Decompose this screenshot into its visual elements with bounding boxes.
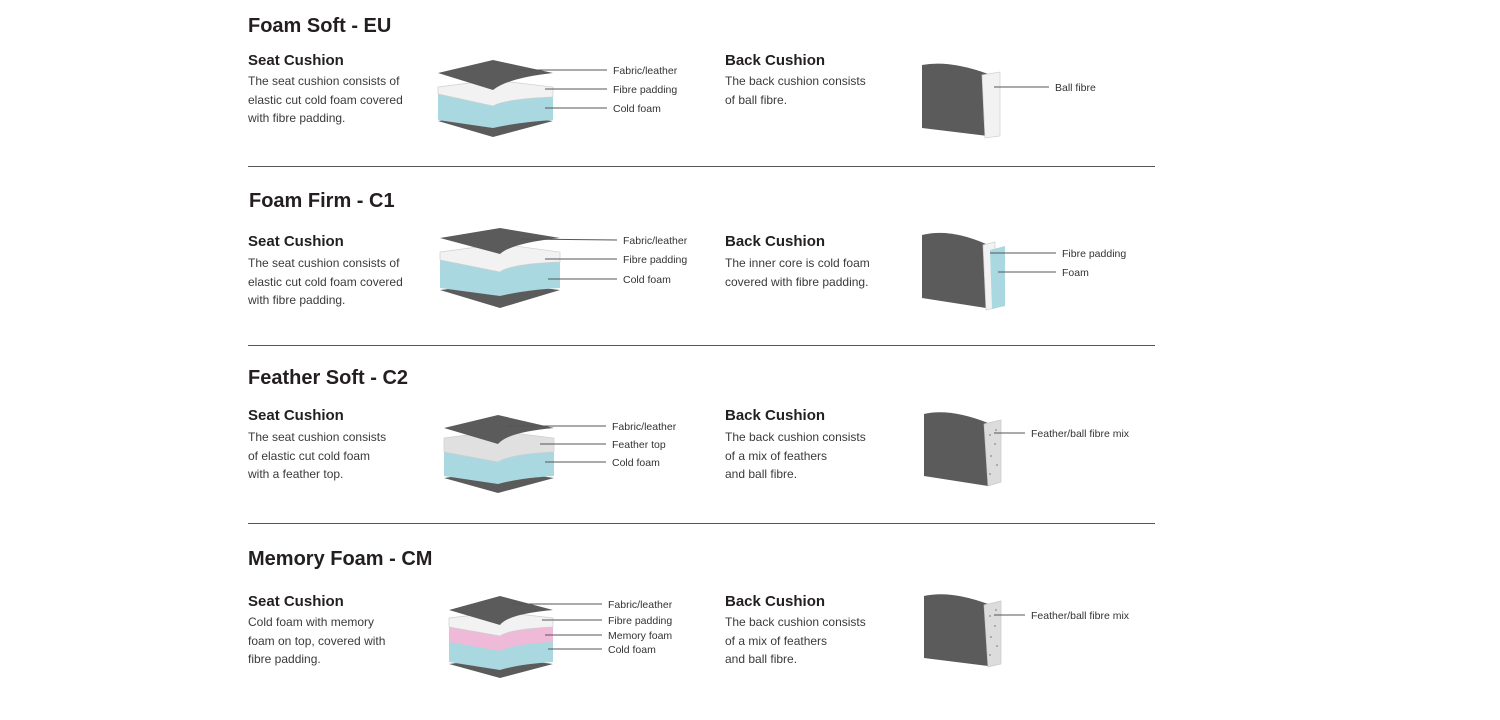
label-fabric-leather: Fabric/leather	[613, 65, 678, 77]
label-fabric-leather: Fabric/leather	[623, 235, 688, 247]
back-cushion-title: Back Cushion	[725, 233, 826, 250]
section-title: Foam Soft - EU	[248, 15, 392, 37]
back-cushion-title: Back Cushion	[725, 593, 826, 610]
seat-cushion-description: The seat cushion consists of elastic cut…	[248, 430, 387, 481]
section-foam-soft-eu: Foam Soft - EU Seat Cushion The seat cus…	[0, 0, 1500, 166]
seat-cushion-title: Seat Cushion	[248, 593, 344, 610]
seat-cushion-title: Seat Cushion	[248, 407, 344, 424]
label-feather-top: Feather top	[612, 439, 666, 451]
back-cushion-title: Back Cushion	[725, 407, 826, 424]
section-foam-firm-c1: Foam Firm - C1 Seat Cushion The seat cus…	[0, 180, 1500, 346]
seat-cushion-title: Seat Cushion	[248, 233, 344, 250]
label-fabric-leather: Fabric/leather	[612, 421, 677, 433]
label-cold-foam: Cold foam	[623, 274, 671, 286]
label-memory-foam: Memory foam	[608, 630, 672, 642]
seat-cushion-illustration	[437, 60, 554, 137]
seat-cushion-description: The seat cushion consists of elastic cut…	[248, 256, 403, 307]
label-feather-ball-fibre-mix: Feather/ball fibre mix	[1031, 428, 1130, 440]
section-feather-soft-c2: Feather Soft - C2 Seat Cushion The seat …	[0, 360, 1500, 524]
back-cushion-illustration	[924, 594, 1002, 668]
back-cushion-illustration	[924, 412, 1002, 487]
seat-cushion-description: The seat cushion consists of elastic cut…	[248, 74, 403, 125]
seat-cushion-illustration	[439, 228, 561, 308]
cushion-diagram: Fabric/leather Feather top Cold foam Fea…	[443, 412, 1130, 493]
back-cushion-illustration	[922, 232, 1005, 311]
label-fibre-padding: Fibre padding	[623, 254, 687, 266]
label-cold-foam: Cold foam	[613, 103, 661, 115]
back-cushion-description: The back cushion consists of a mix of fe…	[725, 615, 866, 666]
seat-cushion-description: Cold foam with memory foam on top, cover…	[248, 615, 386, 666]
section-divider	[248, 523, 1155, 524]
label-cold-foam: Cold foam	[612, 457, 660, 469]
seat-cushion-illustration	[443, 415, 555, 493]
back-cushion-illustration	[922, 63, 1001, 139]
cushion-diagram: Fabric/leather Fibre padding Cold foam B…	[437, 60, 1096, 139]
back-cushion-title: Back Cushion	[725, 52, 826, 69]
label-cold-foam: Cold foam	[608, 644, 656, 656]
section-title: Memory Foam - CM	[248, 548, 433, 570]
label-feather-ball-fibre-mix: Feather/ball fibre mix	[1031, 610, 1130, 622]
back-cushion-description: The inner core is cold foam covered with…	[725, 256, 870, 289]
label-fibre-padding: Fibre padding	[613, 84, 677, 96]
section-divider	[248, 345, 1155, 346]
section-divider	[248, 166, 1155, 167]
cushion-diagram: Fabric/leather Fibre padding Cold foam F…	[439, 228, 1126, 311]
section-title: Feather Soft - C2	[248, 367, 409, 389]
label-fabric-leather: Fabric/leather	[608, 599, 673, 611]
seat-cushion-illustration	[448, 596, 554, 678]
label-foam: Foam	[1062, 267, 1089, 279]
back-cushion-description: The back cushion consists of a mix of fe…	[725, 430, 866, 481]
seat-cushion-title: Seat Cushion	[248, 52, 344, 69]
back-cushion-description: The back cushion consists of ball fibre.	[725, 74, 866, 107]
label-ball-fibre: Ball fibre	[1055, 82, 1096, 94]
label-fibre-padding: Fibre padding	[1062, 248, 1126, 260]
cushion-diagram: Fabric/leather Fibre padding Memory foam…	[448, 594, 1130, 678]
section-title: Foam Firm - C1	[249, 190, 395, 212]
label-fibre-padding: Fibre padding	[608, 615, 672, 627]
section-memory-foam-cm: Memory Foam - CM Seat Cushion Cold foam …	[0, 538, 1500, 720]
